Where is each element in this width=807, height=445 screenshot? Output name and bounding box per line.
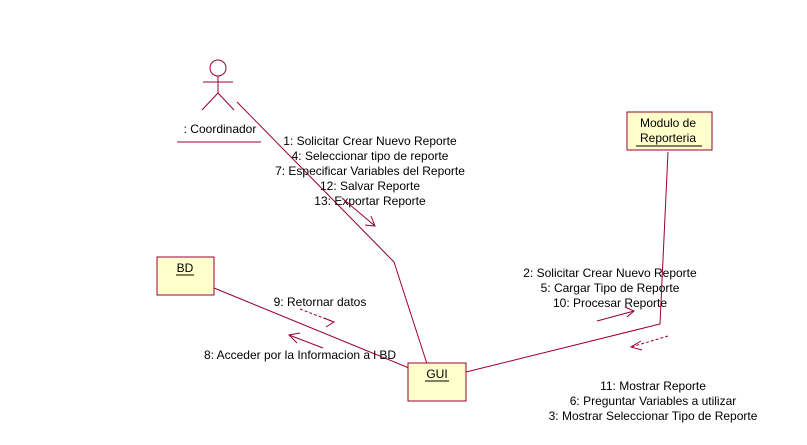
message-arrow-gui-to-module — [596, 306, 635, 322]
message-group-gui-module: 2: Solicitar Crear Nuevo Reporte 5: Carg… — [523, 266, 697, 322]
message-group-module-gui: 11: Mostrar Reporte 6: Preguntar Variabl… — [549, 335, 758, 423]
message-7: 7: Especificar Variables del Reporte — [275, 164, 465, 178]
message-12: 12: Salvar Reporte — [320, 179, 420, 193]
link-bd-gui — [213, 287, 410, 369]
message-11: 11: Mostrar Reporte — [600, 379, 706, 393]
bd-box — [156, 256, 215, 296]
message-9: 9: Retornar datos — [274, 295, 367, 309]
message-13: 13: Exportar Reporte — [314, 194, 426, 208]
message-4: 4: Seleccionar tipo de reporte — [292, 149, 449, 163]
reporting-module-object[interactable]: Modulo de Reporteria — [626, 111, 713, 151]
reporting-module-label-line2: Reporteria — [640, 131, 696, 145]
gui-box — [407, 362, 467, 402]
bd-object[interactable]: BD — [156, 256, 215, 296]
message-group-gui-bd: 8: Acceder por la Informacion a l BD — [204, 332, 396, 362]
message-6: 6: Preguntar Variables a utilizar — [570, 394, 737, 408]
actor-name: : Coordinador — [184, 122, 257, 136]
link-actor-gui — [236, 101, 429, 368]
message-8: 8: Acceder por la Informacion a l BD — [204, 348, 396, 362]
gui-object[interactable]: GUI — [407, 362, 467, 402]
message-1: 1: Solicitar Crear Nuevo Reporte — [283, 134, 457, 148]
message-5: 5: Cargar Tipo de Reporte — [541, 281, 680, 295]
message-3: 3: Mostrar Seleccionar Tipo de Reporte — [549, 409, 758, 423]
reporting-module-box — [626, 111, 713, 151]
message-group-bd-gui: 9: Retornar datos — [274, 295, 367, 328]
gui-label: GUI — [426, 367, 447, 381]
message-arrow-actor-to-gui — [341, 197, 376, 227]
return-arrow-module-to-gui — [629, 335, 669, 351]
reporting-module-label-line1: Modulo de — [640, 116, 696, 130]
stick-figure-icon — [201, 59, 235, 111]
bd-label: BD — [177, 261, 194, 275]
message-10: 10: Procesar Reporte — [553, 296, 667, 310]
message-arrow-gui-to-bd — [287, 332, 324, 349]
return-arrow-bd-to-gui — [299, 308, 336, 328]
actor-coordinador[interactable]: : Coordinador — [177, 59, 261, 143]
link-gui-module — [465, 151, 669, 373]
message-2: 2: Solicitar Crear Nuevo Reporte — [523, 266, 697, 280]
message-group-actor-gui: 1: Solicitar Crear Nuevo Reporte 4: Sele… — [275, 134, 465, 227]
